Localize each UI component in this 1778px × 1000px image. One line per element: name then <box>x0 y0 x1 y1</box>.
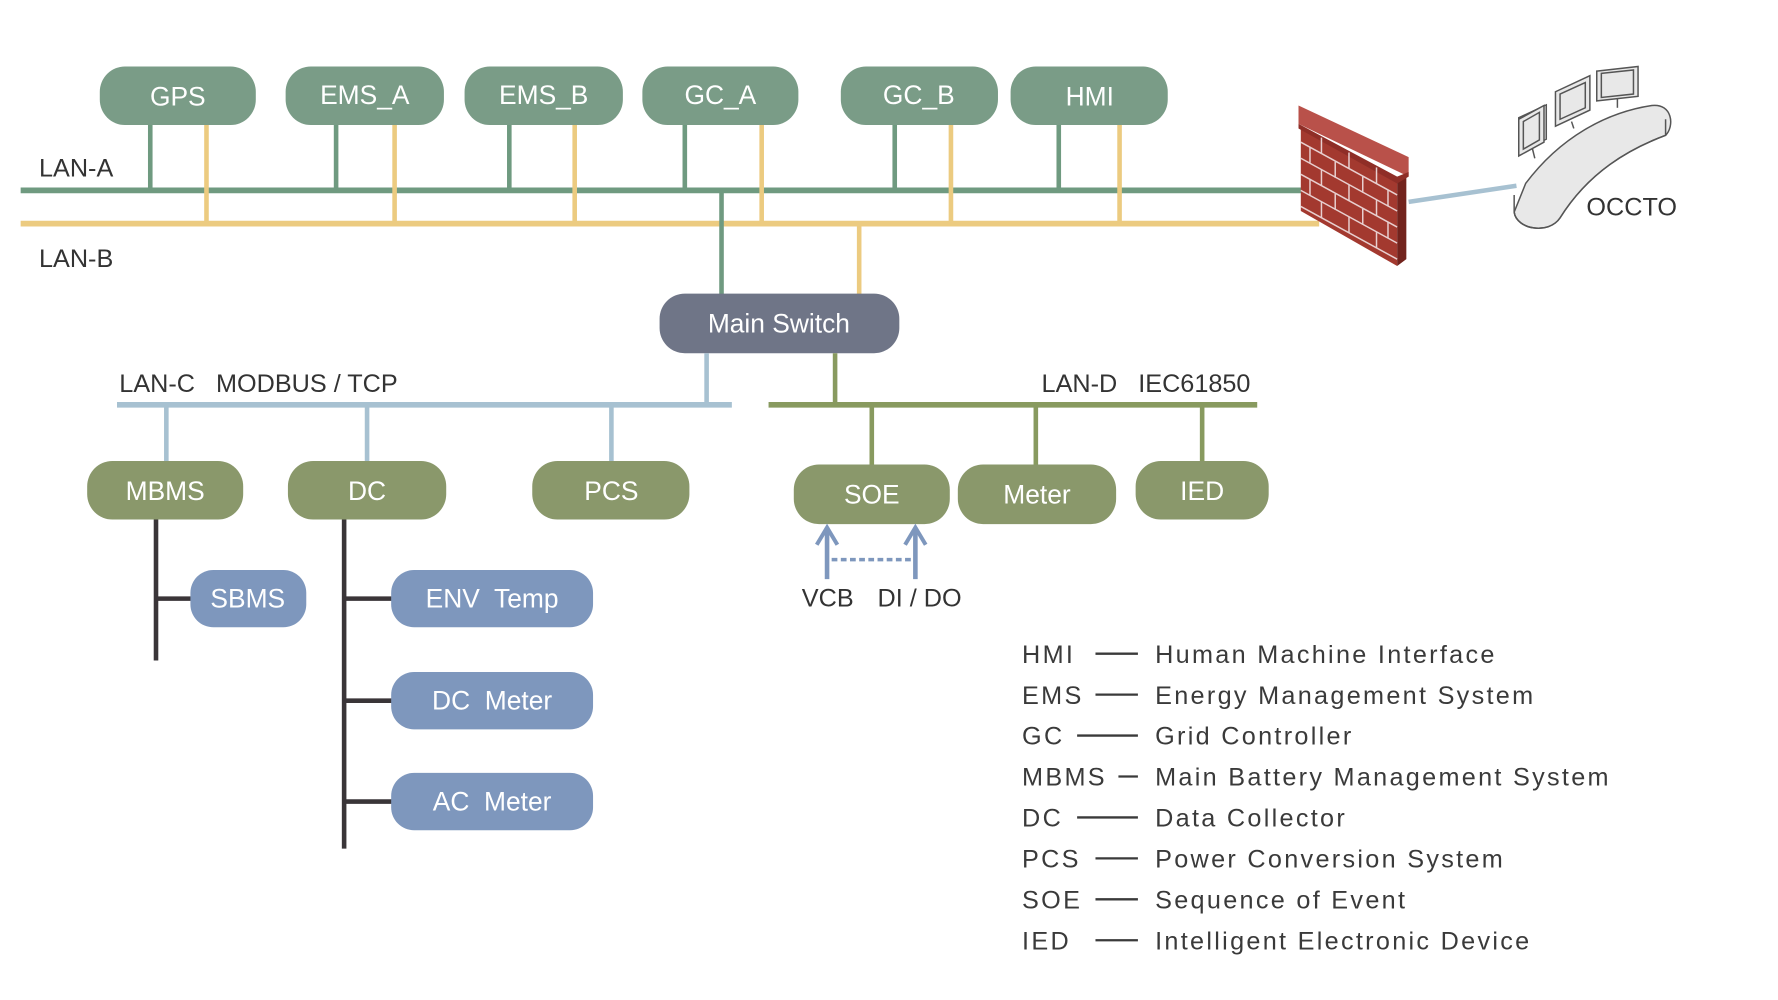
lan-d-label: LAN-D IEC61850 <box>1042 370 1251 398</box>
node-ems-b[interactable]: EMS_B <box>464 66 623 125</box>
occto-label: OCCTO <box>1586 194 1677 222</box>
svg-text:SOE: SOE <box>844 479 900 509</box>
svg-text:GPS: GPS <box>150 81 206 111</box>
legend-desc: Sequence of Event <box>1155 886 1407 914</box>
svg-text:Meter: Meter <box>1003 479 1071 509</box>
svg-text:DC: DC <box>348 476 386 506</box>
legend-row: IED Intelligent Electronic Device <box>1022 927 1531 955</box>
occto-link <box>1408 183 1517 205</box>
lan-c-drops <box>164 404 614 463</box>
top-node-drops <box>147 123 1122 224</box>
legend-abbr: MBMS <box>1022 764 1107 792</box>
node-ems-a[interactable]: EMS_A <box>285 66 444 125</box>
dc-tree-lines <box>341 519 394 849</box>
control-room-icon <box>1513 65 1672 229</box>
legend-row: PCS Power Conversion System <box>1022 846 1505 874</box>
svg-text:SBMS: SBMS <box>210 584 285 614</box>
legend-row: SOE Sequence of Event <box>1022 886 1407 914</box>
legend-desc: Data Collector <box>1155 805 1347 833</box>
node-dc-meter[interactable]: DC Meter <box>391 672 594 730</box>
node-hmi[interactable]: HMI <box>1010 66 1168 125</box>
legend-abbr: GC <box>1022 723 1064 751</box>
legend-row: MBMS Main Battery Management System <box>1022 764 1611 792</box>
node-ied[interactable]: IED <box>1135 461 1269 520</box>
di-do-label: DI / DO <box>878 585 962 613</box>
svg-text:IED: IED <box>1180 476 1224 506</box>
svg-text:AC Meter: AC Meter <box>433 787 552 817</box>
svg-text:EMS_A: EMS_A <box>320 80 410 110</box>
node-sbms[interactable]: SBMS <box>190 569 307 628</box>
svg-text:EMS_B: EMS_B <box>499 80 588 110</box>
legend-desc: Grid Controller <box>1155 723 1353 751</box>
legend-desc: Energy Management System <box>1155 682 1535 710</box>
main-switch-node[interactable]: Main Switch <box>659 293 900 354</box>
node-dc[interactable]: DC <box>287 461 447 520</box>
node-env-temp[interactable]: ENV Temp <box>391 569 594 628</box>
legend-abbr: SOE <box>1022 886 1082 914</box>
legend-abbr: EMS <box>1022 682 1084 710</box>
lan-d-drops <box>869 404 1205 466</box>
mbms-tree-lines <box>153 519 193 661</box>
svg-text:Main Switch: Main Switch <box>708 308 850 338</box>
svg-text:MBMS: MBMS <box>126 476 205 506</box>
node-pcs[interactable]: PCS <box>532 461 690 520</box>
node-gps[interactable]: GPS <box>99 66 256 125</box>
soe-input-arrows <box>815 523 928 580</box>
lan-b-label: LAN-B <box>39 245 113 273</box>
legend-row: DC Data Collector <box>1022 805 1347 833</box>
node-soe[interactable]: SOE <box>793 464 950 525</box>
svg-text:HMI: HMI <box>1066 81 1114 111</box>
svg-text:DC Meter: DC Meter <box>432 686 552 716</box>
svg-text:GC_B: GC_B <box>883 80 955 110</box>
node-ac-meter[interactable]: AC Meter <box>391 772 594 831</box>
legend-desc: Main Battery Management System <box>1155 764 1611 792</box>
svg-text:PCS: PCS <box>584 476 638 506</box>
node-mbms[interactable]: MBMS <box>87 461 244 520</box>
legend-abbr: HMI <box>1022 641 1075 669</box>
legend-abbr: DC <box>1022 805 1063 833</box>
node-meter[interactable]: Meter <box>957 464 1117 525</box>
svg-text:GC_A: GC_A <box>684 80 756 110</box>
node-gc-b[interactable]: GC_B <box>840 66 998 125</box>
legend-desc: Power Conversion System <box>1155 846 1505 874</box>
lan-c-label: LAN-C MODBUS / TCP <box>119 370 397 398</box>
vcb-label: VCB <box>802 585 854 613</box>
legend-abbr: IED <box>1022 927 1071 955</box>
firewall-icon <box>1298 105 1409 267</box>
legend-row: GC Grid Controller <box>1022 723 1353 751</box>
legend-row: EMS Energy Management System <box>1022 682 1535 710</box>
legend-abbr: PCS <box>1022 846 1081 874</box>
node-gc-a[interactable]: GC_A <box>642 66 799 125</box>
legend-desc: Human Machine Interface <box>1155 641 1497 669</box>
svg-text:ENV Temp: ENV Temp <box>426 584 559 614</box>
lan-a-label: LAN-A <box>39 155 113 183</box>
legend-row: HMI Human Machine Interface <box>1022 641 1497 669</box>
legend-desc: Intelligent Electronic Device <box>1155 927 1531 955</box>
